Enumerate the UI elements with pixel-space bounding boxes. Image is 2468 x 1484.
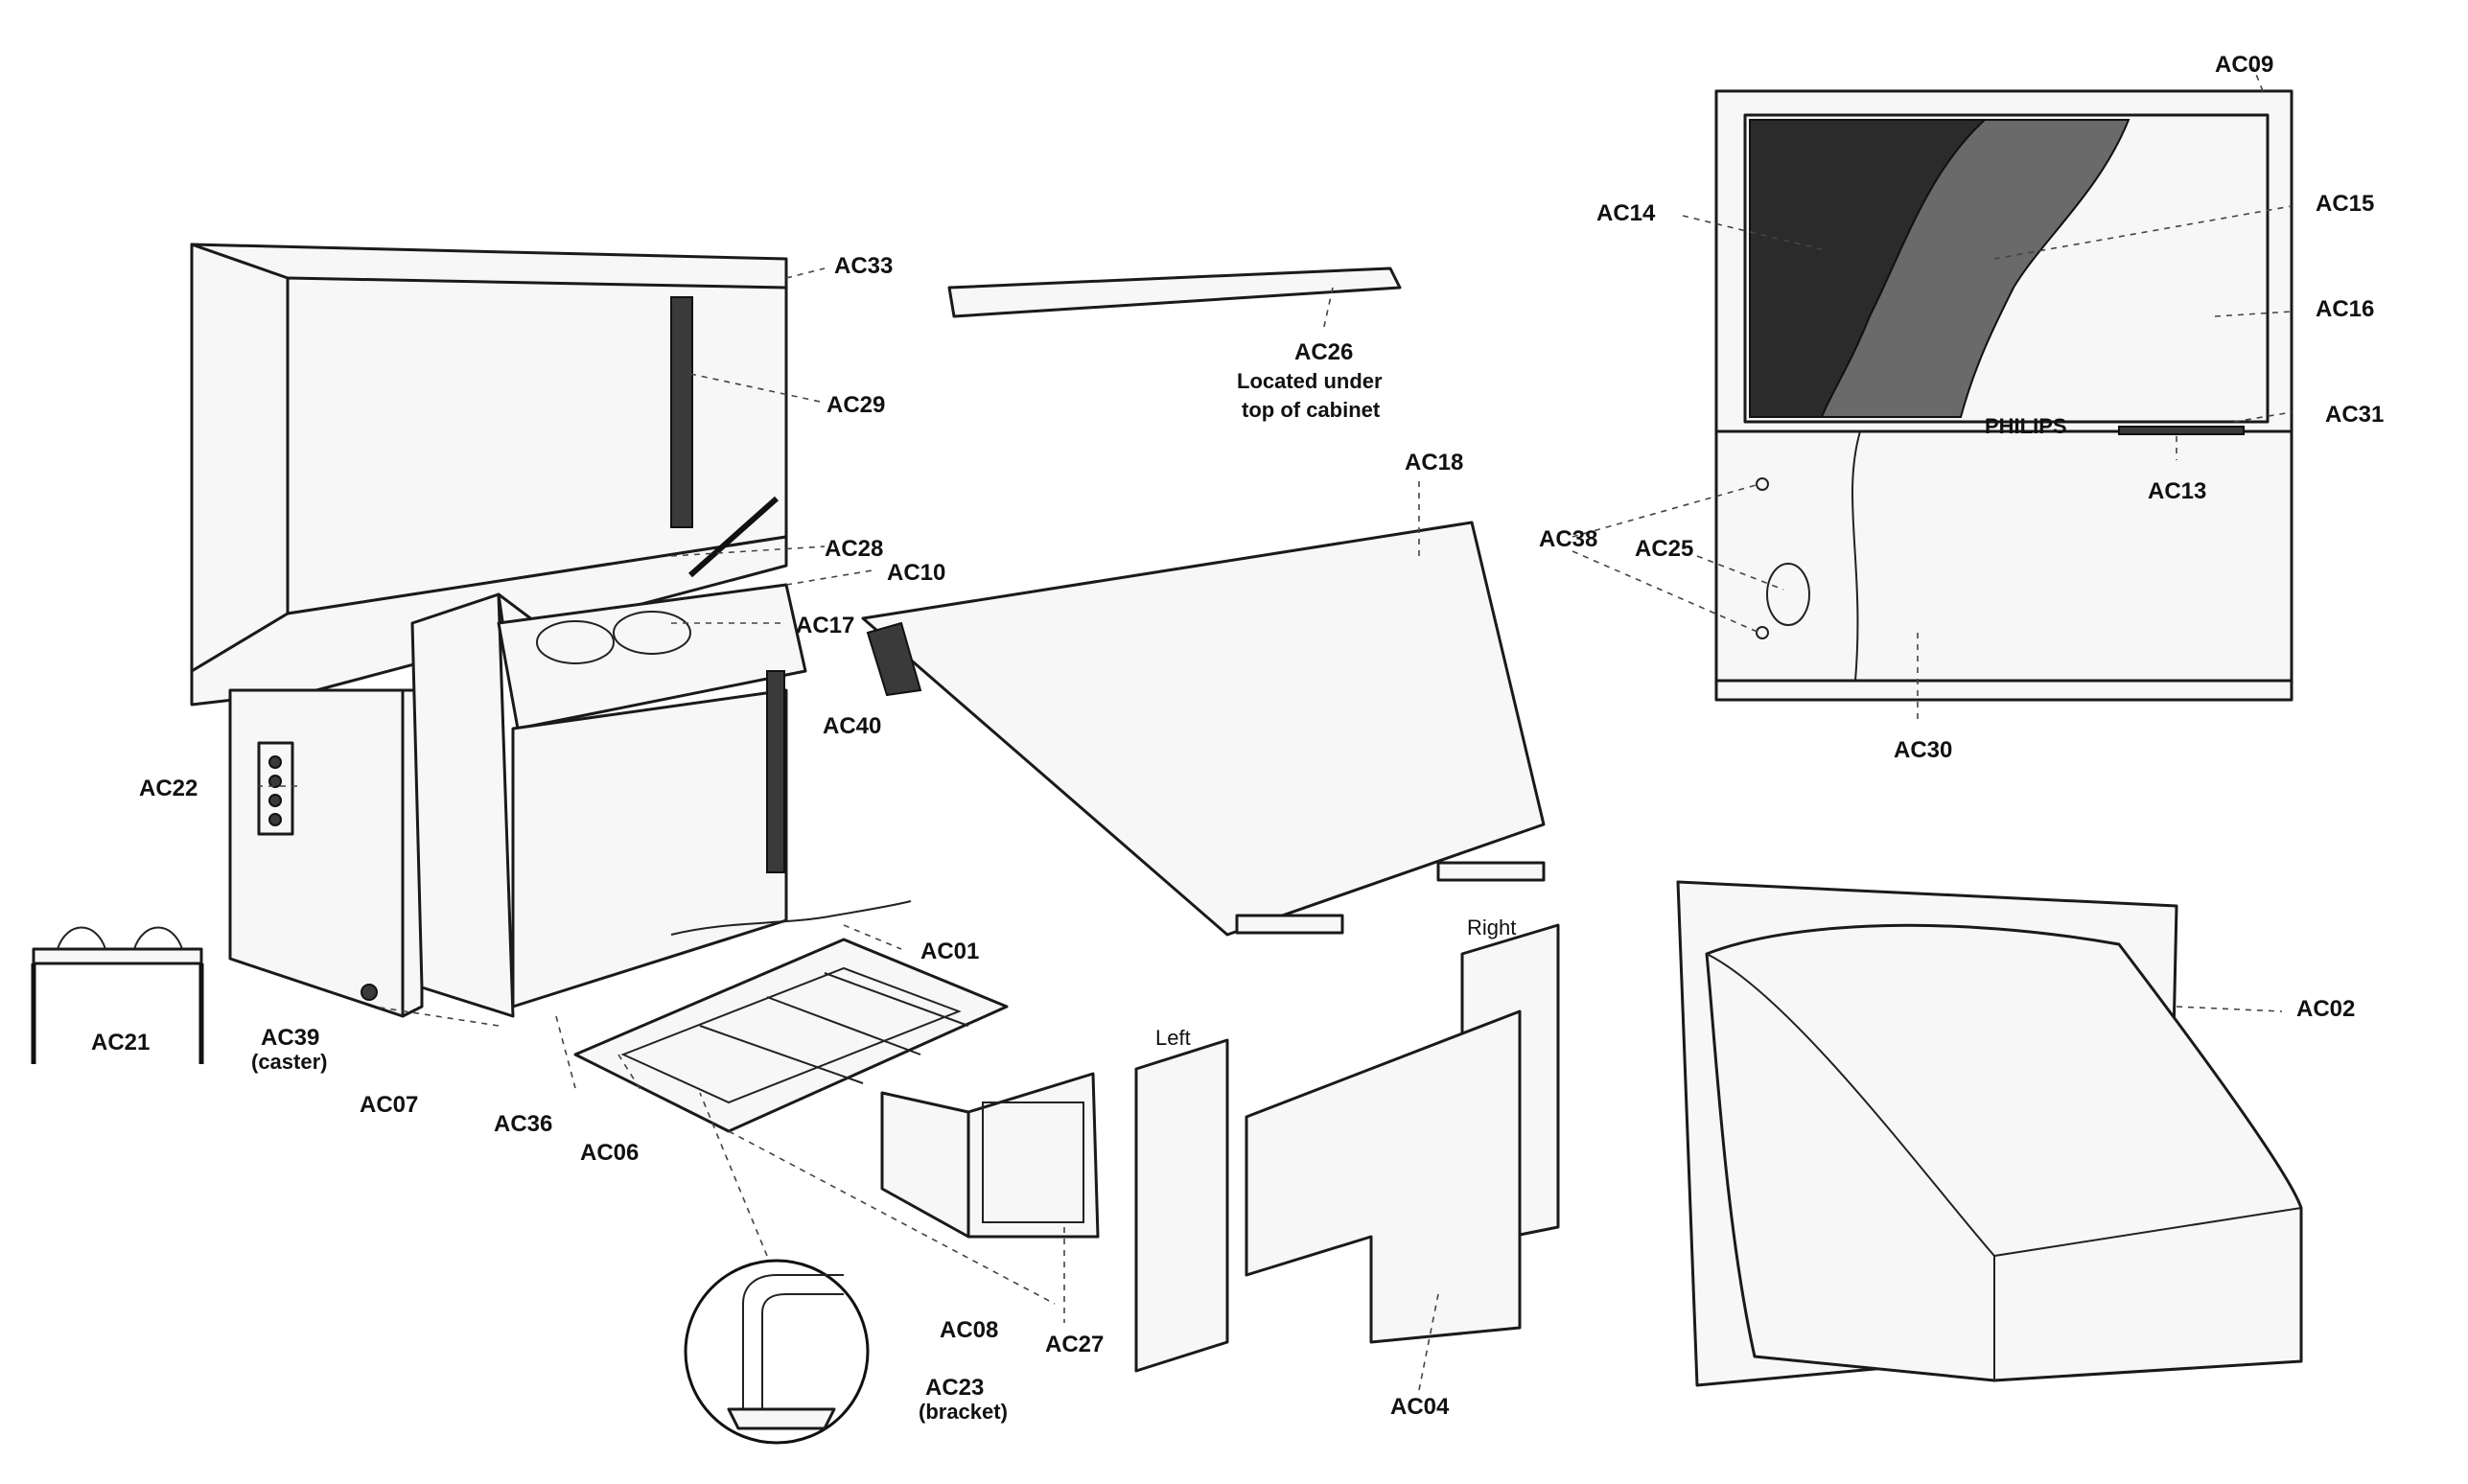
label-ac09: AC09 (2215, 52, 2273, 78)
cabinet-lower-left (228, 688, 405, 1018)
ac13-part (2118, 426, 2245, 435)
ac06-inner-grid (620, 966, 962, 1104)
ac08-detail (684, 1092, 870, 1445)
ac22-jack-4 (268, 813, 282, 826)
ac01-cord (670, 900, 912, 936)
ac27-dashed-line (728, 1130, 1056, 1305)
label-right: Right (1467, 916, 1516, 939)
screen-assembly: PHILIPS (1714, 89, 2293, 702)
screen-lower-panel-ac30 (1714, 429, 2293, 683)
label-ac06: AC06 (580, 1140, 639, 1166)
ac22-jack-1 (268, 755, 282, 769)
ac18-part (861, 521, 1546, 937)
ac27-left-tab (880, 1091, 970, 1239)
label-ac30: AC30 (1894, 737, 1952, 763)
screen-ac15 (1820, 119, 2130, 418)
label-ac25: AC25 (1635, 536, 1693, 562)
left-panel (1134, 1038, 1229, 1373)
ac06-grid-line-2 (766, 996, 921, 1055)
screen-cut-line (1851, 430, 1861, 682)
ac18-bracket-right (1436, 861, 1546, 882)
ac04-part (1245, 1009, 1522, 1344)
label-ac14: AC14 (1596, 200, 1656, 226)
label-ac28: AC28 (825, 536, 883, 562)
ac27-inner-frame (982, 1101, 1084, 1223)
label-ac31: AC31 (2325, 402, 2384, 428)
ac26-rail (947, 267, 1402, 318)
ac08-magnifier (684, 1259, 870, 1445)
speaker-hole-left (536, 620, 615, 664)
label-ac13: AC13 (2148, 478, 2206, 504)
side-panels (1134, 923, 1560, 1373)
ac27-part (966, 1072, 1100, 1239)
label-ac02: AC02 (2296, 996, 2355, 1022)
label-ac26-note2: top of cabinet (1242, 398, 1381, 422)
part-labels: AC33 AC29 AC28 AC10 AC17 AC40 AC22 AC01 … (91, 52, 2384, 1424)
label-ac22: AC22 (139, 776, 198, 801)
leader-lines (259, 66, 2293, 1391)
ac06-grid-line-3 (824, 972, 969, 1027)
ac02-edge (1706, 953, 2302, 1258)
label-ac36: AC36 (494, 1111, 552, 1137)
ac21-part (31, 926, 204, 1064)
label-ac23: AC23 (925, 1375, 984, 1401)
ac06-part (573, 938, 1009, 1133)
label-ac33: AC33 (834, 253, 893, 279)
label-ac40: AC40 (823, 713, 881, 739)
label-ac39: AC39 (261, 1025, 319, 1051)
label-ac23-note: (bracket) (919, 1400, 1008, 1424)
cabinet-inner-cavity (511, 688, 788, 1009)
label-ac10: AC10 (887, 560, 945, 586)
ac18-hinge (866, 621, 922, 697)
label-ac21: AC21 (91, 1030, 150, 1055)
label-ac07: AC07 (360, 1092, 418, 1118)
label-ac17: AC17 (796, 613, 854, 638)
label-left: Left (1155, 1026, 1191, 1050)
ac23-bracket-base (727, 1407, 836, 1430)
ac28-part (688, 496, 779, 578)
label-ac15: AC15 (2316, 191, 2374, 217)
label-ac08: AC08 (940, 1317, 998, 1343)
label-ac27: AC27 (1045, 1332, 1104, 1357)
label-ac39-note: (caster) (251, 1050, 327, 1074)
label-ac38: AC38 (1539, 526, 1597, 552)
label-ac16: AC16 (2316, 296, 2374, 322)
label-ac01: AC01 (920, 939, 979, 964)
ac29-part (670, 296, 693, 528)
ac38-hole-top (1756, 477, 1769, 491)
ac06-grid-line-1 (699, 1025, 864, 1084)
ac23-bracket-outer (742, 1274, 844, 1409)
brand-logo: PHILIPS (1985, 414, 2067, 438)
ac18-bracket-left (1235, 914, 1344, 935)
cabinet-side-panel (410, 592, 515, 1018)
ac02-assembly (1676, 880, 2303, 1387)
cabinet-assembly (31, 243, 1009, 1133)
ac02-part (1705, 923, 2303, 1382)
ac25-part (1766, 563, 1810, 626)
label-ac26: AC26 (1294, 339, 1353, 365)
ac27-assembly (728, 1072, 1100, 1305)
label-ac26-note1: Located under (1237, 369, 1383, 393)
label-ac29: AC29 (827, 392, 885, 418)
ac40-part (766, 670, 785, 873)
ac26-part (947, 267, 1402, 318)
cabinet-left-side (190, 243, 290, 673)
ac18-assembly (861, 521, 1546, 937)
ac23-bracket-inner (761, 1293, 844, 1409)
ac39-part (361, 984, 378, 1001)
ac38-hole-bottom (1756, 626, 1769, 639)
label-ac04: AC04 (1390, 1394, 1450, 1420)
label-ac18: AC18 (1405, 450, 1463, 475)
ac22-jack-3 (268, 794, 282, 807)
ac22-jack-2 (268, 775, 282, 788)
speaker-hole-right (613, 611, 691, 655)
